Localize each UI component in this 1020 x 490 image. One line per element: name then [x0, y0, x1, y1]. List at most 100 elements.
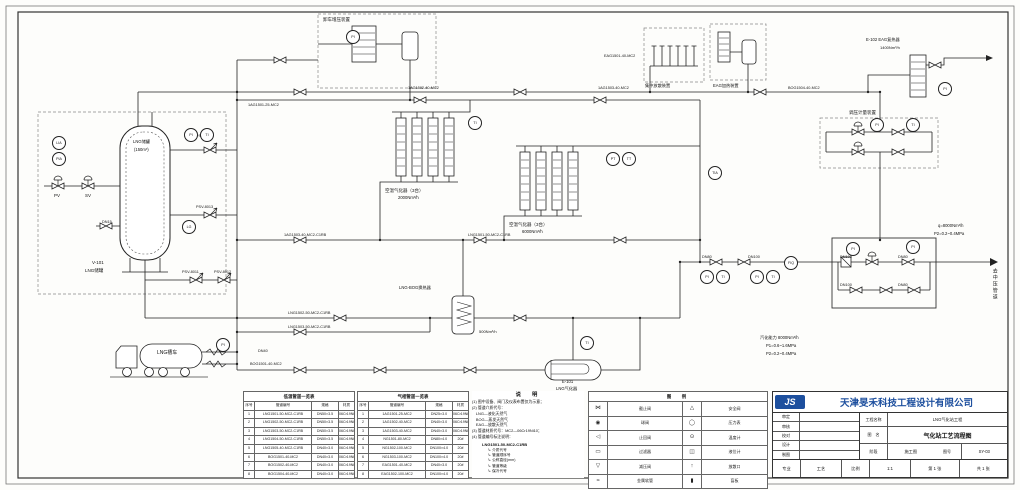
sheet-number: 第 1 张 [911, 460, 960, 477]
zone-label-vent-stack: 集中放散装置 [645, 83, 671, 88]
legend-symbol: ↑ [682, 459, 702, 475]
legend-table: 图 例 ⋈ 截止阀 △ 安全阀 ◉ 球阀 ◯ 压力表 ◁ 止回阀 ⊙ [588, 391, 768, 489]
legend-title: 图 例 [588, 391, 768, 401]
instrument-bubble-fiq: FIQ [784, 256, 798, 270]
cell-spec: DN40×3.0 [425, 426, 453, 437]
table-row: 6 NG1503-100-MC2 DN100×4.0 20# [357, 452, 469, 463]
vaporizer-bank1-label: 空温气化器（3台） [385, 188, 424, 193]
pipe-number-part: 介质代号 [488, 448, 584, 453]
instrument-bubble-ti: TI [716, 270, 730, 284]
pipe-table-cryogenic: 低温管道一览表 序号 管道编号 规格 材质 1 LNG1501-50-MC2-C… [243, 391, 355, 480]
booster-zone-box [317, 13, 437, 89]
note-line: LNG—液化天然气 [472, 410, 508, 416]
signature-value [800, 432, 859, 440]
lng-bog-exchanger-label: LNG-BOG换热器 [399, 285, 431, 290]
cell-index: 5 [357, 443, 369, 454]
cell-material: 20# [452, 452, 469, 463]
pipe-tag: BOG1504-40-MC2 [788, 86, 820, 90]
instrument-bubble-pi: PI [184, 128, 198, 142]
signature-row: 审定 [773, 413, 859, 423]
col-header: 序号 [357, 401, 369, 411]
instrument-bubble-ti: TI [468, 116, 482, 130]
table-row: 4 NG1501-80-MC2 DN80×4.0 20# [357, 435, 469, 445]
instrument-bubble-pia: PIA [52, 152, 66, 166]
cell-pipe-no: EAG1501-40-MC2 [368, 461, 426, 471]
col-header: 规格 [425, 401, 453, 411]
legend-symbol: ≈ [588, 473, 608, 489]
project-name: LNG气化站工程 [932, 416, 963, 422]
cell-index: 7 [243, 461, 255, 471]
spec-note: P1=0.6~1.6MPa [766, 343, 797, 348]
signature-role-label: 审定 [773, 413, 800, 422]
table-header-row: 序号 管道编号 规格 材质 [357, 401, 469, 411]
cell-material: 06Cr19Ni10 [338, 452, 355, 463]
tank-tag: V-101 [92, 260, 104, 265]
cell-spec: DN50×3.5 [311, 435, 339, 445]
spec-note: P2=0.2~0.4MPa [766, 351, 797, 356]
tank-id-label: LNG储罐 [85, 268, 104, 273]
table-row: 2 LNG1502-50-MC2-C1RB DN50×3.5 06Cr19Ni1… [243, 418, 355, 428]
pipe-number-part: 管道顺序号 [488, 453, 584, 458]
table-row: 3 LNG1503-50-MC2-C1RB DN50×3.5 06Cr19Ni1… [243, 426, 355, 437]
instrument-bubble-lia: LIA [52, 136, 66, 150]
legend-row: ≈ 金属软管 ▮ 盲板 [588, 473, 768, 489]
col-header: 管道编号 [368, 401, 426, 411]
instrument-bubble-tt: TT [622, 152, 636, 166]
note-line: (4) 管道编号标注说明： [472, 434, 513, 440]
cell-material: 20# [452, 461, 469, 471]
cell-pipe-no: LNG1501-50-MC2-C1RB [254, 409, 312, 420]
pipe-tag: LNG1502-50-MC2-C1RB [288, 311, 331, 315]
legend-name: 安全阀 [701, 401, 768, 417]
legend-symbol: ◁ [588, 430, 608, 446]
instrument-bubble-lg: LG [182, 220, 196, 234]
instrument-bubble-pi: PI [906, 240, 920, 254]
cell-pipe-no: BOG1501-40-MC2 [254, 452, 312, 463]
legend-name: 截止阀 [607, 401, 683, 417]
flow-arrows [986, 55, 998, 266]
unloading-hose [205, 348, 227, 368]
legend-name: 盲板 [701, 473, 768, 489]
signature-row: 审核 [773, 422, 859, 432]
exchanger-capacity: 500Nm³/h [479, 329, 497, 334]
cell-material: 06Cr19Ni10 [452, 418, 469, 428]
cell-spec: DN50×3.5 [311, 418, 339, 428]
cell-index: 2 [357, 418, 369, 428]
cell-material: 06Cr19Ni10 [452, 409, 469, 420]
cell-pipe-no: NG1502-100-MC2 [368, 443, 426, 454]
project-label: 工程名称 [860, 413, 888, 426]
notes-block: 说 明 (1) 图中设备、阀门及仪表布置仅为示意；(2) 管道介质代号： LNG… [472, 391, 584, 478]
table-row: 4 LNG1504-50-MC2-C1RB DN50×3.5 06Cr19Ni1… [243, 435, 355, 445]
legend-row: ⋈ 截止阀 △ 安全阀 [588, 401, 768, 417]
company-logo: JS [775, 395, 805, 409]
instrument-bubble-ti: TI [906, 118, 920, 132]
legend-name: 液位计 [701, 444, 768, 460]
lng-bog-exchanger [451, 295, 475, 335]
table-row: 8 EAG1502-100-MC2 DN100×4.0 20# [357, 469, 469, 480]
signature-row: 设计 [773, 441, 859, 451]
legend-name: 放散口 [701, 459, 768, 475]
cell-material: 06Cr19Ni10 [338, 435, 355, 445]
cell-pipe-no: 1AG1501-25-MC2 [368, 409, 426, 420]
col-header: 序号 [243, 401, 255, 411]
cell-material: 20# [452, 435, 469, 445]
pipe-tag: 1AG1502-40-MC2 [408, 86, 439, 90]
cell-spec: DN40×3.0 [425, 418, 453, 428]
instrument-bubble-pi: PI [216, 338, 230, 352]
cell-pipe-no: 1AG1502-40-MC2 [368, 418, 426, 428]
table-row: 5 LNG1505-40-MC2-C1RB DN40×3.0 06Cr19Ni1… [243, 443, 355, 454]
instrument-bubble-pi: PI [700, 270, 714, 284]
legend-row: ▭ 过滤器 ◫ 液位计 [588, 444, 768, 460]
vaporizer-bank1-capacity: 2000Nm³/h [398, 195, 419, 200]
pv-label: PV [54, 193, 61, 198]
cell-material: 06Cr19Ni10 [338, 418, 355, 428]
pipe-tag: LNG1503-50-MC2-C1RB [288, 325, 331, 329]
table-row: 2 1AG1502-40-MC2 DN40×3.0 06Cr19Ni10 [357, 418, 469, 428]
signature-row: 校对 [773, 431, 859, 442]
notes-list: (1) 图中设备、阀门及仪表布置仅为示意；(2) 管道介质代号： LNG—液化天… [472, 399, 584, 440]
legend-symbol: ⊙ [682, 430, 702, 446]
table-row: 1 1AG1501-25-MC2 DN25×3.0 06Cr19Ni10 [357, 409, 469, 420]
cell-pipe-no: 1AG1503-40-MC2 [368, 426, 426, 437]
cell-pipe-no: BOG1504-40-MC2 [254, 469, 312, 480]
instrument-bubble-pt: PT [606, 152, 620, 166]
